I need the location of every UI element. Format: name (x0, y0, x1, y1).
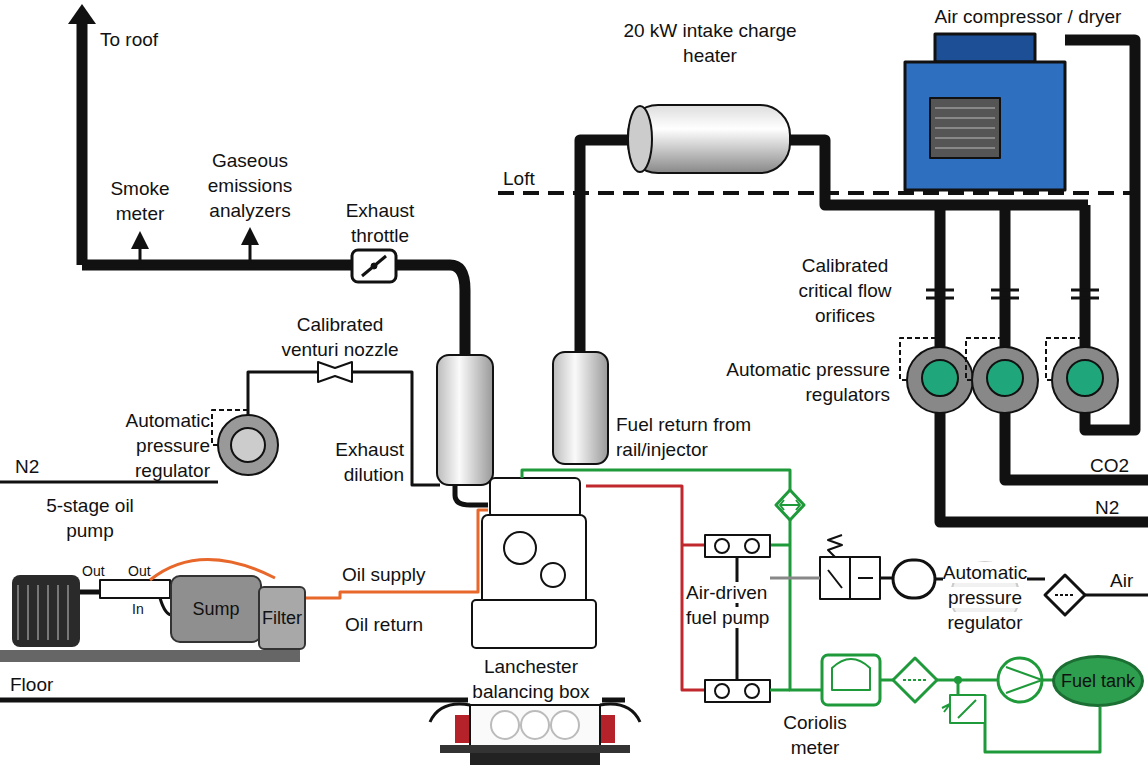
label-text: Oil return (345, 614, 423, 635)
label-text: Automatic pressure regulator (126, 410, 210, 481)
label-text: Smoke meter (110, 178, 169, 224)
label-text: 5-stage oil pump (46, 495, 134, 541)
label-text: Coriolis meter (783, 712, 846, 758)
label-text: To roof (100, 29, 158, 50)
heater-label: 20 kW intake charge heater (608, 18, 812, 68)
label-text: Calibrated venturi nozzle (281, 314, 398, 360)
label-text: Out (128, 563, 151, 579)
label-text: CO2 (1090, 455, 1129, 476)
regulator-label: Automatic pressure regulators (668, 357, 890, 407)
fuel-tank: Fuel tank (1052, 655, 1144, 707)
dilution-label: Exhaust dilution (300, 437, 404, 487)
label-text: Exhaust dilution (335, 439, 404, 485)
label-text: Air-driven fuel pump (686, 582, 769, 628)
port-label: In (132, 600, 144, 618)
regulator-label: Automatic pressure regulator (928, 560, 1042, 635)
gas-label: N2 (1095, 495, 1119, 520)
oil-filter: Filter (258, 586, 306, 650)
level-label: Floor (10, 672, 53, 697)
instrument-label: Gaseous emissions analyzers (198, 148, 302, 223)
label-text: Lanchester balancing box (472, 656, 589, 702)
meter-label: Coriolis meter (762, 710, 868, 760)
node-text: Filter (262, 607, 302, 629)
engine-label: Lanchester balancing box (452, 654, 610, 704)
pump-label: Air-driven fuel pump (686, 580, 790, 630)
gas-label: CO2 (1090, 453, 1129, 478)
compressor-label: Air compressor / dryer (912, 4, 1144, 29)
line-label: Oil supply (342, 562, 425, 587)
label-text: In (132, 601, 144, 617)
label-text: Automatic pressure regulator (943, 562, 1027, 633)
line-label: Oil return (345, 612, 423, 637)
label-text: Floor (10, 674, 53, 695)
label-text: Loft (503, 168, 535, 189)
node-text: Sump (192, 598, 239, 620)
fuel-return-label: Fuel return from rail/injector (616, 412, 794, 462)
label-text: N2 (1095, 497, 1119, 518)
sump-tank: Sump (170, 575, 262, 643)
label-text: Air compressor / dryer (935, 6, 1122, 27)
level-label: Loft (503, 166, 535, 191)
regulator-label: Automatic pressure regulator (98, 408, 210, 483)
label-text: Automatic pressure regulators (726, 359, 890, 405)
pump-label: 5-stage oil pump (40, 493, 140, 543)
orifice-label: Calibrated critical flow orifices (775, 253, 915, 328)
instrument-label: Smoke meter (103, 176, 177, 226)
nozzle-label: Calibrated venturi nozzle (268, 312, 412, 362)
gas-label: Air (1110, 568, 1133, 593)
port-label: Out (82, 562, 105, 580)
label-text: N2 (15, 456, 39, 477)
port-label: Out (128, 562, 151, 580)
label-text: Exhaust throttle (346, 200, 415, 246)
valve-label: Exhaust throttle (328, 198, 432, 248)
label-text: Gaseous emissions analyzers (208, 150, 292, 221)
label-text: Oil supply (342, 564, 425, 585)
gas-label: N2 (15, 454, 39, 479)
label-text: Fuel return from rail/injector (616, 414, 751, 460)
label-text: 20 kW intake charge heater (623, 20, 796, 66)
label-text: Calibrated critical flow orifices (799, 255, 892, 326)
label-text: Out (82, 563, 105, 579)
vent-label: To roof (100, 27, 158, 52)
label-text: Air (1110, 570, 1133, 591)
node-text: Fuel tank (1061, 670, 1135, 692)
